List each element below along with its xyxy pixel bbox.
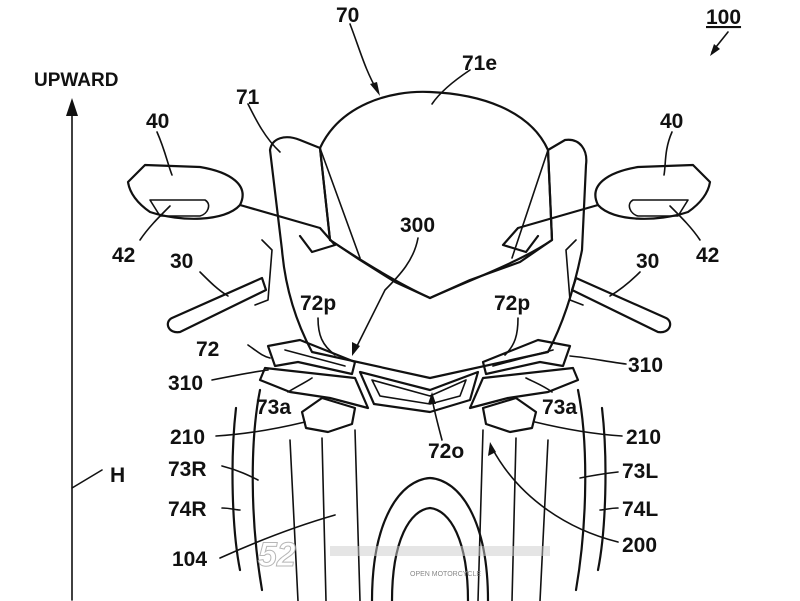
fork-right <box>289 439 299 601</box>
label-72p-right: 72p <box>494 292 530 315</box>
watermark-bar <box>330 546 550 556</box>
label-70: 70 <box>336 4 359 27</box>
mirror-right <box>594 163 712 220</box>
upward-arrow <box>66 98 78 601</box>
frame-mid-right <box>354 429 361 601</box>
label-73L: 73L <box>622 460 658 483</box>
mirror-left-lens <box>149 199 210 217</box>
label-40-left: 40 <box>146 110 169 133</box>
front-fender <box>370 476 490 601</box>
label-72o: 72o <box>428 440 464 463</box>
lower-cowl-right-side <box>231 406 242 572</box>
middle-cowl-left <box>258 366 370 410</box>
air-intake <box>358 370 480 414</box>
windscreen <box>318 90 554 300</box>
mirror-right-stem <box>501 203 600 254</box>
air-intake-inner <box>371 379 467 405</box>
label-40-right: 40 <box>660 110 683 133</box>
winglet-left-inner <box>284 349 346 367</box>
mirror-left <box>126 163 244 220</box>
leader-lines <box>139 23 701 559</box>
label-71: 71 <box>236 86 260 109</box>
lower-cowl-right-inner <box>251 388 264 592</box>
label-73R: 73R <box>168 458 207 481</box>
turn-signal-mount-right <box>565 239 584 306</box>
label-30-right: 30 <box>636 250 659 273</box>
frame-mid-left <box>477 429 484 601</box>
label-42-left: 42 <box>112 244 135 267</box>
height-label: H <box>110 464 125 487</box>
lower-cowl-left-side <box>596 406 607 572</box>
label-71e: 71e <box>462 52 497 75</box>
upward-label: UPWARD <box>34 70 118 91</box>
label-200: 200 <box>622 534 657 557</box>
watermark-logo: 52 <box>258 536 296 574</box>
winglet-right-inner <box>492 349 554 367</box>
lower-cowl-left-inner <box>574 388 587 592</box>
label-73a-right: 73a <box>542 396 577 419</box>
headlight-right <box>481 396 538 434</box>
label-73a-left: 73a <box>256 396 291 419</box>
fork-left-b <box>511 437 517 601</box>
cowl-inner-right <box>511 149 549 259</box>
label-42-right: 42 <box>696 244 719 267</box>
label-74L: 74L <box>622 498 658 521</box>
label-74R: 74R <box>168 498 207 521</box>
label-310-right: 310 <box>628 354 663 377</box>
figure-ref-100: 100 <box>706 6 741 29</box>
cowl-inner-left <box>319 147 361 259</box>
ref-arrow-100 <box>710 31 729 56</box>
label-210-left: 210 <box>170 426 205 449</box>
turn-signal-left <box>166 276 268 334</box>
label-72p-left: 72p <box>300 292 336 315</box>
label-310-left: 310 <box>168 372 203 395</box>
mirror-right-lens <box>628 199 689 217</box>
watermark-tagline: OPEN MOTORCYCLE <box>410 571 481 578</box>
fork-right-b <box>321 437 327 601</box>
label-300: 300 <box>400 214 435 237</box>
upper-cowl <box>268 136 588 380</box>
fork-left <box>539 439 549 601</box>
label-210-right: 210 <box>626 426 661 449</box>
label-30-left: 30 <box>170 250 193 273</box>
middle-cowl-right <box>468 366 580 410</box>
label-104: 104 <box>172 548 207 571</box>
turn-signal-right <box>570 276 672 334</box>
mirror-left-stem <box>238 203 337 254</box>
winglet-left <box>266 338 357 376</box>
headlight-left <box>300 396 357 434</box>
h-leader <box>71 469 103 489</box>
winglet-right <box>481 338 572 376</box>
turn-signal-mount-left <box>254 239 273 306</box>
label-72: 72 <box>196 338 219 361</box>
